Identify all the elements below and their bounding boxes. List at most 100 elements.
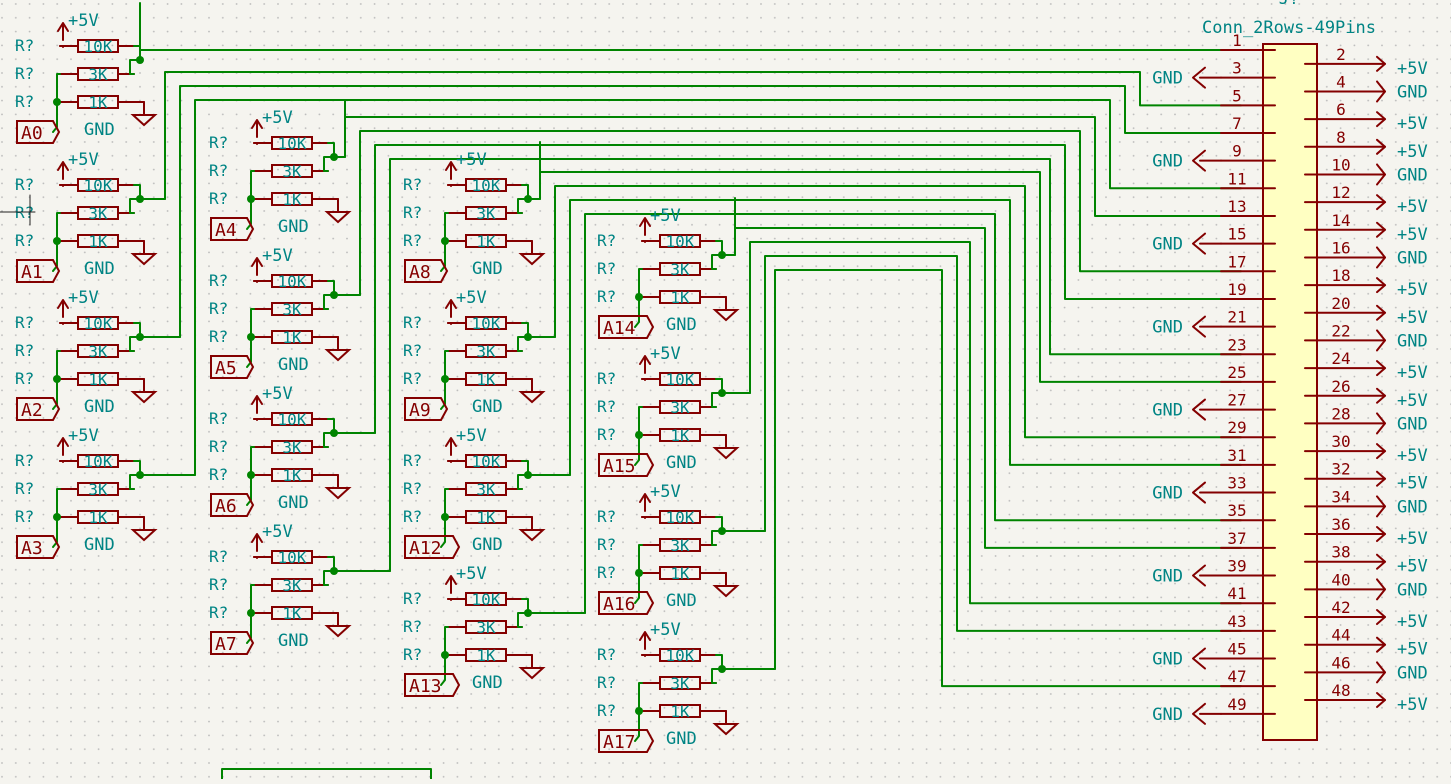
resistor[interactable]: 1K bbox=[641, 702, 717, 721]
connector-pin-47[interactable]: 47 bbox=[1220, 667, 1276, 688]
connector-pin-48[interactable]: 48+5V bbox=[1304, 681, 1428, 715]
ground-pin-flag-39[interactable]: GND bbox=[1152, 564, 1222, 587]
connector-pin-39[interactable]: 39 bbox=[1220, 557, 1276, 577]
resistor[interactable]: 1K bbox=[447, 646, 523, 665]
connector-pin-27[interactable]: 27 bbox=[1220, 391, 1276, 411]
connector-pin-43[interactable]: 43 bbox=[1220, 612, 1276, 632]
resistor[interactable]: 1K bbox=[641, 426, 717, 445]
resistor[interactable]: 1K bbox=[447, 370, 523, 389]
connector-pin-19[interactable]: 19 bbox=[1220, 280, 1276, 300]
resistor[interactable]: 10K bbox=[447, 176, 523, 195]
global-label-a8[interactable]: A8 bbox=[404, 259, 449, 283]
resistor[interactable]: 3K bbox=[253, 576, 329, 595]
connector-pin-9[interactable]: 9 bbox=[1220, 142, 1276, 162]
resistor[interactable]: 1K bbox=[447, 508, 523, 527]
resistor[interactable]: 1K bbox=[59, 93, 135, 112]
resistor[interactable]: 1K bbox=[253, 190, 329, 209]
resistor[interactable]: 10K bbox=[59, 176, 135, 195]
connector-pin-35[interactable]: 35 bbox=[1220, 501, 1276, 522]
resistor[interactable]: 10K bbox=[641, 646, 717, 665]
connector-symbol[interactable]: J?Conn_2Rows-49Pins135791113151719212325… bbox=[1152, 0, 1428, 741]
connector-pin-41[interactable]: 41 bbox=[1220, 584, 1276, 605]
connector-pin-8[interactable]: 8+5V bbox=[1304, 128, 1428, 162]
connector-pin-14[interactable]: 14+5V bbox=[1304, 211, 1428, 245]
resistor[interactable]: 1K bbox=[59, 232, 135, 251]
resistor[interactable]: 1K bbox=[253, 328, 329, 347]
connector-body[interactable] bbox=[1262, 43, 1318, 741]
global-label-a14[interactable]: A14 bbox=[598, 315, 655, 339]
connector-pin-3[interactable]: 3 bbox=[1220, 59, 1276, 79]
connector-pin-33[interactable]: 33 bbox=[1220, 474, 1276, 494]
global-label-a1[interactable]: A1 bbox=[16, 259, 61, 283]
ground-pin-flag-9[interactable]: GND bbox=[1152, 149, 1222, 172]
connector-pin-15[interactable]: 15 bbox=[1220, 225, 1276, 245]
connector-pin-5[interactable]: 5 bbox=[1220, 86, 1276, 107]
connector-pin-2[interactable]: 2+5V bbox=[1304, 45, 1428, 79]
resistor[interactable]: 10K bbox=[641, 370, 717, 389]
resistor[interactable]: 10K bbox=[253, 410, 329, 429]
connector-pin-26[interactable]: 26+5V bbox=[1304, 377, 1428, 411]
resistor[interactable]: 3K bbox=[641, 260, 717, 279]
ground-pin-flag-49[interactable]: GND bbox=[1152, 702, 1222, 725]
ground-pin-flag-33[interactable]: GND bbox=[1152, 481, 1222, 504]
connector-pin-30[interactable]: 30+5V bbox=[1304, 432, 1428, 466]
resistor[interactable]: 3K bbox=[641, 398, 717, 417]
connector-pin-32[interactable]: 32+5V bbox=[1304, 460, 1428, 494]
connector-pin-6[interactable]: 6+5V bbox=[1304, 100, 1428, 134]
ground-pin-flag-21[interactable]: GND bbox=[1152, 315, 1222, 338]
ground-pin-flag-15[interactable]: GND bbox=[1152, 232, 1222, 255]
resistor[interactable]: 1K bbox=[253, 466, 329, 485]
global-label-a5[interactable]: A5 bbox=[210, 355, 255, 379]
resistor[interactable]: 3K bbox=[253, 162, 329, 181]
resistor[interactable]: 10K bbox=[59, 452, 135, 471]
resistor[interactable]: 10K bbox=[253, 548, 329, 567]
connector-pin-49[interactable]: 49 bbox=[1220, 695, 1276, 715]
connector-pin-31[interactable]: 31 bbox=[1220, 446, 1276, 466]
resistor[interactable]: 3K bbox=[641, 674, 717, 693]
resistor[interactable]: 3K bbox=[59, 65, 135, 84]
resistor[interactable]: 10K bbox=[59, 37, 135, 56]
global-label-a16[interactable]: A16 bbox=[598, 591, 655, 615]
global-label-a13[interactable]: A13 bbox=[404, 673, 461, 697]
global-label-a12[interactable]: A12 bbox=[404, 535, 461, 559]
resistor[interactable]: 1K bbox=[253, 604, 329, 623]
connector-pin-45[interactable]: 45 bbox=[1220, 640, 1276, 660]
ground-pin-flag-45[interactable]: GND bbox=[1152, 647, 1222, 670]
connector-pin-36[interactable]: 36+5V bbox=[1304, 515, 1428, 549]
global-label-a15[interactable]: A15 bbox=[598, 453, 655, 477]
connector-pin-25[interactable]: 25 bbox=[1220, 363, 1276, 383]
connector-pin-7[interactable]: 7 bbox=[1220, 114, 1276, 134]
connector-pin-21[interactable]: 21 bbox=[1220, 308, 1276, 328]
connector-pin-24[interactable]: 24+5V bbox=[1304, 349, 1428, 383]
global-label-a0[interactable]: A0 bbox=[16, 120, 61, 144]
connector-pin-29[interactable]: 29 bbox=[1220, 418, 1276, 439]
connector-pin-23[interactable]: 23 bbox=[1220, 335, 1276, 356]
resistor[interactable]: 10K bbox=[641, 232, 717, 251]
connector-pin-13[interactable]: 13 bbox=[1220, 197, 1276, 217]
resistor[interactable]: 1K bbox=[59, 370, 135, 389]
connector-pin-20[interactable]: 20+5V bbox=[1304, 294, 1428, 328]
global-label-a3[interactable]: A3 bbox=[16, 535, 61, 559]
resistor[interactable]: 1K bbox=[447, 232, 523, 251]
connector-pin-38[interactable]: 38+5V bbox=[1304, 543, 1428, 577]
connector-pin-18[interactable]: 18+5V bbox=[1304, 266, 1428, 300]
connector-pin-37[interactable]: 37 bbox=[1220, 529, 1276, 549]
resistor[interactable]: 3K bbox=[447, 204, 523, 223]
resistor[interactable]: 1K bbox=[641, 564, 717, 583]
global-label-a6[interactable]: A6 bbox=[210, 493, 255, 517]
global-label-a2[interactable]: A2 bbox=[16, 397, 61, 421]
connector-pin-17[interactable]: 17 bbox=[1220, 252, 1276, 273]
connector-pin-12[interactable]: 12+5V bbox=[1304, 183, 1428, 217]
resistor[interactable]: 3K bbox=[253, 300, 329, 319]
resistor[interactable]: 3K bbox=[253, 438, 329, 457]
global-label-a17[interactable]: A17 bbox=[598, 729, 655, 753]
connector-pin-1[interactable]: 1 bbox=[1220, 31, 1276, 51]
